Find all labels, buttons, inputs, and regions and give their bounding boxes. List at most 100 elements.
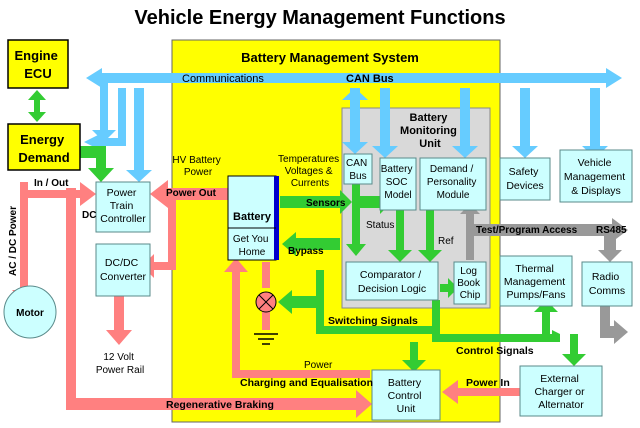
- motor-circle: [3, 285, 57, 339]
- comm-to-vehicle-mgmt: [582, 88, 608, 158]
- safety-devices-box: [499, 157, 551, 201]
- bypass-arrow: [282, 232, 340, 256]
- canbox-down: [346, 184, 366, 256]
- twelve-volt-label: 12 Volt Power Rail: [96, 352, 144, 376]
- engine-ecu-box: [7, 39, 69, 89]
- vehicle-management-label: Vehicle Management & Displays: [564, 157, 628, 197]
- energy-demand-label: Energy Demand: [18, 132, 69, 165]
- battery-soc-model-label: Battery SOC Model: [381, 164, 415, 201]
- power-train-controller-box: [95, 181, 151, 233]
- ground-symbol: [254, 333, 278, 345]
- battery-label: Battery: [233, 211, 272, 223]
- to-bcu-arrow: [402, 342, 426, 372]
- communications-label: Communications: [182, 73, 264, 85]
- test-arrows: [460, 204, 628, 344]
- switching-signals-label: Switching Signals: [328, 315, 418, 327]
- thermal-management-label: Thermal Management Pumps/Fans: [504, 263, 568, 301]
- comm-to-soc: [372, 88, 398, 158]
- ecu-demand-arrow: [28, 90, 46, 122]
- battery-terminal: [274, 176, 279, 260]
- external-charger-label: External Charger or Alternator: [534, 373, 587, 411]
- demand-personality-box: [419, 157, 487, 211]
- radio-comms-label: Radio Comms: [589, 271, 625, 297]
- demand-to-ptc-arrow: [78, 146, 114, 182]
- status-label: Status: [366, 220, 394, 231]
- can-bus-box-label: CAN Bus: [346, 158, 370, 182]
- energy-demand-box: [7, 123, 81, 171]
- radio-comms-box: [581, 261, 633, 307]
- to-charger-arrow: [562, 334, 586, 366]
- power-train-controller-label: Power Train Controller: [100, 187, 146, 225]
- comparator-box: [345, 261, 439, 301]
- comm-to-safety: [512, 88, 538, 158]
- battery-bulb-arrow: [262, 262, 270, 288]
- control-signals-arrow: [432, 330, 560, 342]
- power-label: Power: [304, 360, 333, 371]
- rs485-label: RS485: [596, 225, 627, 236]
- power-out-arrow: [150, 180, 228, 208]
- dc-dc-converter-box: [95, 243, 151, 297]
- ref-label: Ref: [438, 236, 454, 247]
- log-book-chip-label: Log Book Chip: [457, 266, 483, 301]
- external-charger-box: [519, 365, 603, 417]
- can-bus-box: [343, 153, 373, 185]
- battery-box: [227, 175, 277, 261]
- ac-dc-power-label: AC / DC Power: [8, 206, 19, 276]
- temperatures-label: Temperatures Voltages & Currents: [278, 154, 342, 189]
- power-in-arrow: [442, 380, 520, 404]
- logbook-up-arrow: [460, 204, 480, 260]
- demand-personality-label: Demand / Personality Module: [427, 164, 479, 201]
- rs485-down-arrow: [598, 236, 622, 262]
- bypass-label: Bypass: [288, 246, 324, 257]
- charging-equalisation-label: Charging and Equalisation: [240, 377, 373, 389]
- dc-dc-converter-label: DC/DC Converter: [100, 257, 147, 283]
- vehicle-management-box: [559, 149, 633, 203]
- signal-arrows: [28, 90, 586, 372]
- 12v-arrow: [106, 296, 132, 345]
- thermal-arrow: [534, 300, 558, 334]
- switching-signals-arrow: [316, 270, 440, 334]
- engine-ecu-label: Engine ECU: [15, 48, 62, 81]
- dc-label: DC: [82, 210, 96, 221]
- comm-to-energy-demand-2: [84, 88, 126, 150]
- battery-soc-model-box: [379, 157, 417, 211]
- test-program-label: Test/Program Access: [476, 225, 578, 236]
- soc-down: [388, 210, 412, 262]
- comparator-label: Comparator / Decision Logic: [358, 269, 426, 295]
- can-bus-label: CAN Bus: [346, 73, 394, 85]
- charging-arrow: [224, 258, 370, 378]
- safety-devices-label: Safety Devices: [506, 166, 543, 192]
- ac-dc-power-arrow: [12, 182, 96, 302]
- comparator-to-logbook: [440, 278, 458, 298]
- radio-arrow: [600, 306, 628, 344]
- power-in-label: Power In: [466, 377, 510, 389]
- regenerative-braking-label: Regenerative Braking: [166, 399, 274, 411]
- battery-sub-label: Get You Home: [233, 234, 271, 258]
- battery-control-unit-label: Battery Control Unit: [388, 377, 425, 415]
- log-book-chip-box: [453, 261, 487, 305]
- diagram-title: Vehicle Energy Management Functions: [134, 7, 505, 29]
- bms-title: Battery Management System: [241, 50, 419, 65]
- bmu-title: Battery Monitoring Unit: [400, 112, 460, 150]
- power-out-label: Power Out: [166, 188, 217, 199]
- can-bus-arrows: [84, 68, 622, 182]
- switch-to-bulb: [278, 290, 320, 314]
- comm-to-energy-demand: [92, 83, 116, 142]
- comm-to-ptc: [126, 88, 152, 182]
- demand-down: [418, 210, 442, 262]
- comm-to-can-box-up: [342, 88, 368, 102]
- battery-control-unit-box: [371, 369, 441, 421]
- thermal-management-box: [499, 255, 573, 307]
- in-out-label: In / Out: [34, 178, 69, 189]
- test-program-arrow: [466, 212, 628, 246]
- control-signals-label: Control Signals: [456, 345, 534, 357]
- sensors-label: Sensors: [306, 198, 346, 209]
- hv-battery-power-label: HV Battery Power: [172, 155, 223, 178]
- can-bus-main: [86, 68, 622, 88]
- sensors-arrow: [280, 190, 352, 214]
- motor-label: Motor: [16, 308, 44, 319]
- comm-to-can-box: [342, 88, 368, 154]
- bulb-to-ground: [262, 312, 270, 330]
- comm-to-demand: [452, 88, 478, 158]
